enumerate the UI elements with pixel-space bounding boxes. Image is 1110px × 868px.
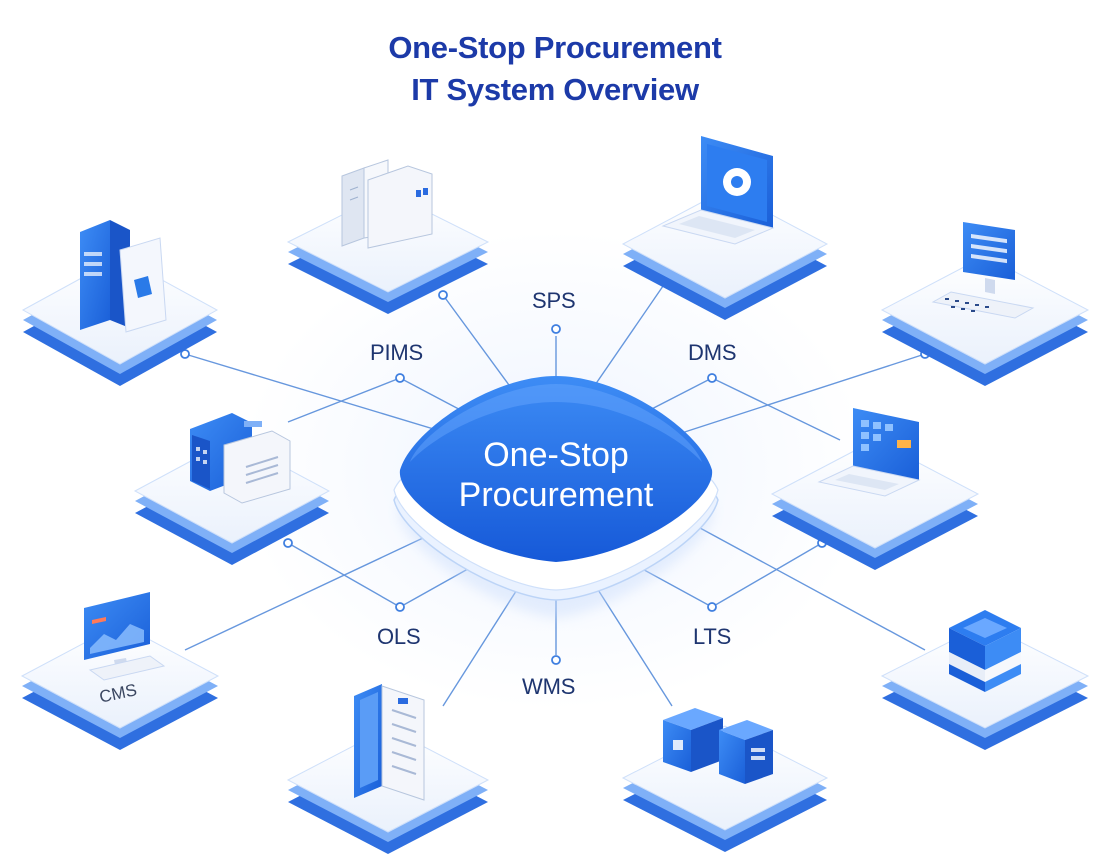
connector-line [711,542,823,608]
system-label-ols: OLS [377,624,421,649]
system-label-wms: WMS [522,674,576,699]
diagram-title-line2: IT System Overview [411,72,699,107]
cube-module-icon [949,610,1021,692]
node-cube-module [880,610,1090,750]
node-filing-cabinet [286,159,490,314]
node-laptop-dashboard [770,408,980,570]
node-printer [133,413,331,565]
connector-line [594,272,673,386]
node-monitor-keyboard [880,222,1090,386]
connector-dot [707,373,717,383]
connector-line [184,529,441,651]
connector-line [594,584,673,707]
connector-dot [551,655,561,665]
connector-line [699,527,926,651]
monitor-keyboard-icon [931,222,1035,319]
connector-line [184,353,471,441]
filing-cabinet-icon [341,159,433,249]
node-shipping-boxes [621,708,829,852]
shipping-boxes-icon [663,708,773,784]
connector-line [711,377,841,441]
node-server-document [21,220,219,386]
laptop-chrome-icon [661,136,775,245]
connector-line [287,377,401,423]
connector-dot [395,373,405,383]
connector-dot [283,538,293,548]
system-label-dms: DMS [688,340,737,365]
connector-dot [551,324,561,334]
node-document-binder [286,684,490,854]
connector-line [442,294,521,401]
hub-label-line2: Procurement [459,476,654,514]
connector-line [442,584,521,707]
connector-line [659,353,926,441]
hub-node [393,376,719,618]
system-label-lts: LTS [693,624,732,649]
connector-dot [707,602,717,612]
connector-dot [180,349,190,359]
connector-dot [395,602,405,612]
diagram-title-line1: One-Stop Procurement [388,30,722,65]
server-document-icon [80,220,167,333]
cms-monitor-icon [84,592,166,681]
printer-icon [190,413,291,504]
node-laptop-logo [621,136,829,320]
document-binder-icon [354,684,425,801]
hub-label-line1: One-Stop [483,436,629,474]
laptop-dashboard-icon [817,408,921,497]
node-cms-monitor [20,592,220,750]
connector-dot [438,290,448,300]
system-label-pims: PIMS [370,340,423,365]
system-label-sps: SPS [532,288,576,313]
